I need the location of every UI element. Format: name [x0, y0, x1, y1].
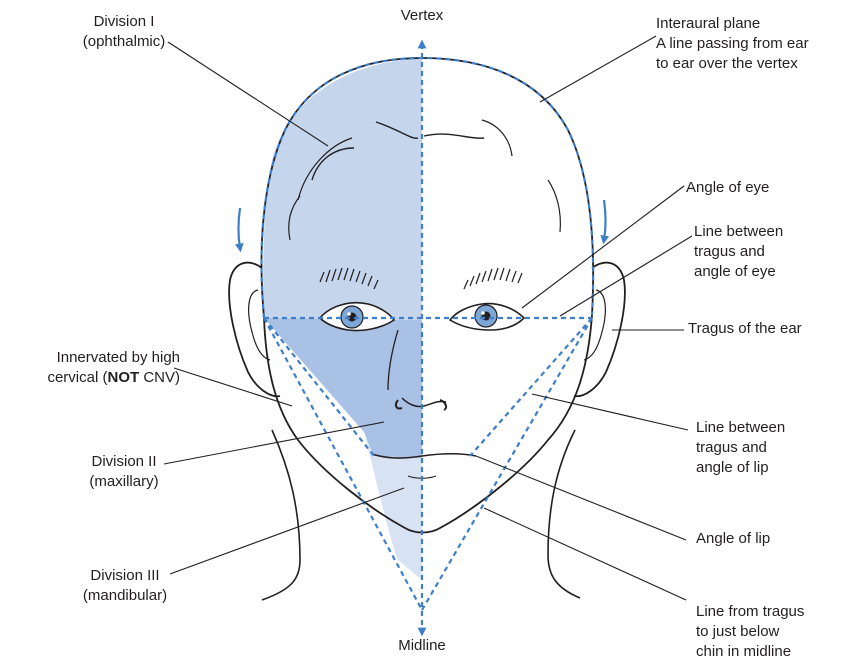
vertex-label: Vertex [394, 6, 450, 26]
leader-division-1 [168, 42, 328, 146]
high-cervical-line2: cervical (NOT CNV) [0, 368, 180, 388]
high-cervical-label: Innervated by high cervical (NOT CNV) [0, 348, 180, 388]
leader-tragus-chin-line [484, 508, 686, 600]
division-1-label: Division I (ophthalmic) [66, 12, 182, 52]
right-tragus-lip-line [470, 318, 592, 456]
leader-angle-of-lip [476, 456, 686, 540]
left-direction-arrow [239, 208, 241, 248]
division-2-label: Division II (maxillary) [74, 452, 174, 492]
right-tragus-chin-line [422, 318, 592, 610]
hair-line-7 [548, 180, 560, 232]
division-2-region [264, 318, 422, 458]
tragus-eye-line-label: Line between tragus and angle of eye [694, 222, 783, 282]
right-eye [450, 304, 524, 330]
angle-of-lip-label: Angle of lip [696, 529, 770, 549]
leader-tragus-eye-line [560, 236, 692, 316]
right-direction-arrow [604, 200, 606, 240]
leader-division-2 [164, 422, 384, 464]
division-3-label: Division III (mandibular) [70, 566, 180, 606]
leader-tragus-lip-line [532, 394, 688, 430]
angle-of-eye-label: Angle of eye [686, 178, 769, 198]
interaural-plane-label: Interaural plane A line passing from ear… [656, 14, 809, 74]
division-1-region [263, 58, 422, 320]
leader-division-3 [170, 488, 404, 574]
neck-right [548, 430, 580, 598]
midline-label: Midline [390, 636, 454, 656]
right-eyebrow [464, 268, 522, 289]
tragus-lip-line-label: Line between tragus and angle of lip [696, 418, 785, 478]
neck-left [262, 430, 300, 600]
leader-interaural [540, 36, 656, 102]
tragus-label: Tragus of the ear [688, 319, 802, 339]
hair-line-4 [424, 134, 484, 138]
hair-line-5 [482, 120, 512, 156]
tragus-chin-line-label: Line from tragus to just below chin in m… [696, 602, 804, 662]
